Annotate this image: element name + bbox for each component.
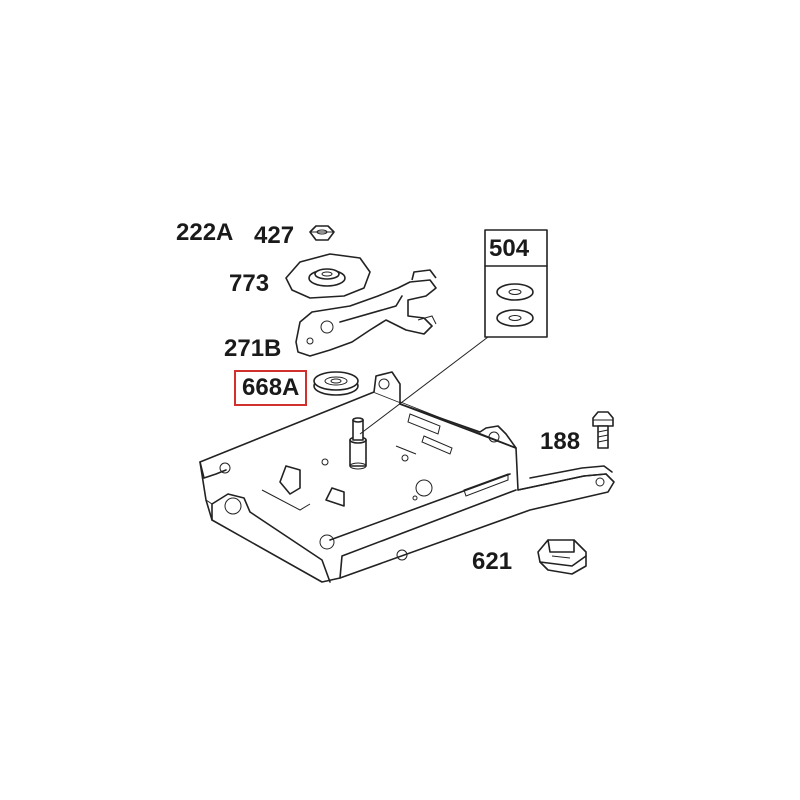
washer-668a <box>313 371 359 396</box>
nut-427 <box>309 225 335 241</box>
part-label-504: 504 <box>489 235 530 262</box>
leader-line-504 <box>359 336 489 435</box>
part-label-222a: 222A <box>176 219 234 246</box>
part-label-188: 188 <box>540 428 581 455</box>
control-lever-271b <box>295 269 437 357</box>
part-label-427: 427 <box>254 222 295 249</box>
part-label-271b: 271B <box>224 335 282 362</box>
bolt-188 <box>592 411 614 449</box>
stud-pin <box>349 417 367 470</box>
part-label-621: 621 <box>472 548 513 575</box>
governor-plate-773 <box>285 253 371 299</box>
clip-621 <box>537 539 587 575</box>
base-plate <box>199 371 615 583</box>
washer-kit-box-504 <box>484 229 548 338</box>
part-label-668a-highlighted: 668A <box>234 370 308 406</box>
part-label-773: 773 <box>229 270 270 297</box>
